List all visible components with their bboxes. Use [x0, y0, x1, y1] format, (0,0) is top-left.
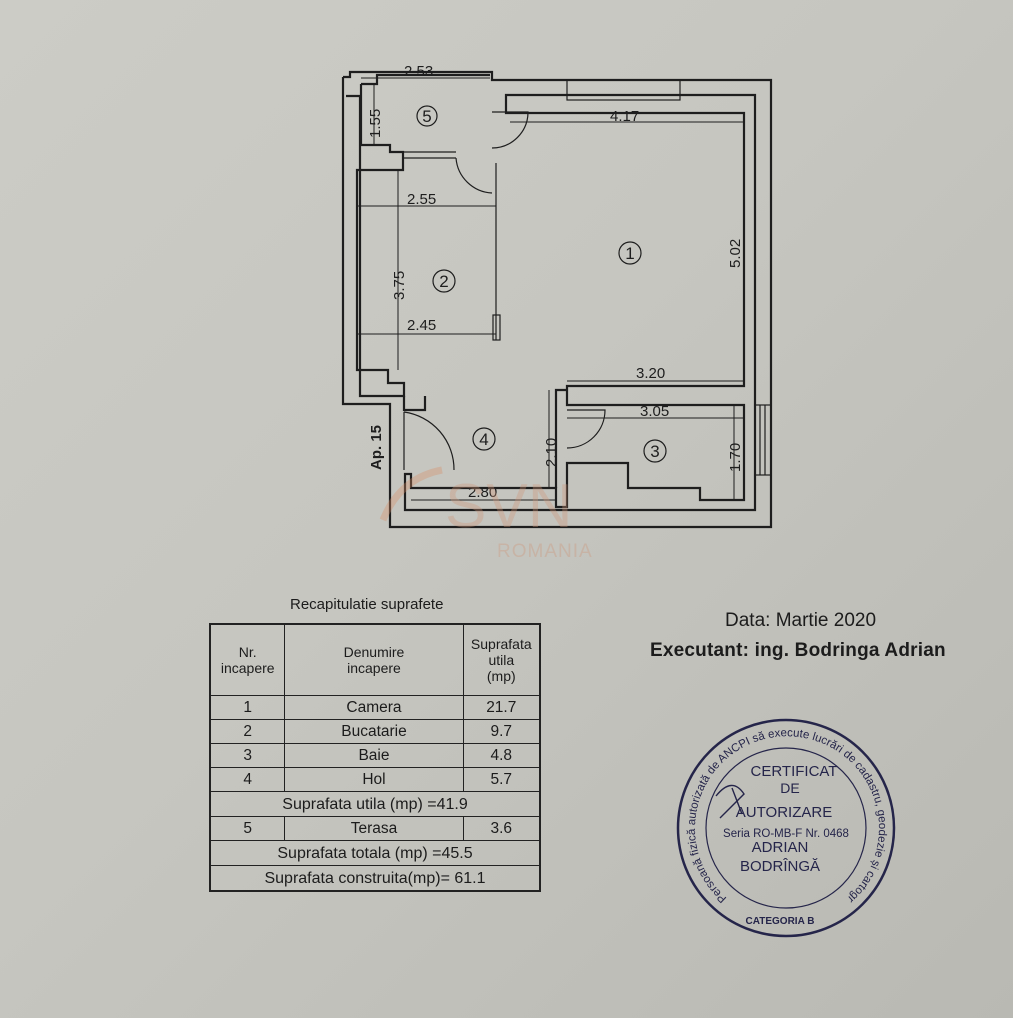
executant-line: Executant: ing. Bodringa Adrian — [650, 640, 946, 661]
room-number-5: 5 — [422, 107, 431, 126]
watermark-brand: SVN — [445, 472, 572, 541]
authorization-stamp: Persoană fizică autorizată de ANCPI să e… — [672, 718, 896, 938]
room-markers: 5 1 2 4 3 — [416, 105, 667, 463]
dim-5-02: 5.02 — [727, 239, 744, 268]
stamp-line-certificat: CERTIFICAT — [751, 763, 838, 780]
table-row: 2 Bucatarie 9.7 — [209, 719, 541, 744]
room-number-2: 2 — [439, 272, 448, 291]
floor-plan: 2.53 1.55 4.17 2.55 5.02 3.75 2.45 3.20 … — [341, 63, 773, 562]
table-header-row: Nr. incapere Denumire incapere Suprafata… — [209, 623, 541, 696]
stamp-line-de: DE — [780, 780, 799, 796]
room-number-1: 1 — [625, 244, 634, 263]
dimension-labels: 2.53 1.55 4.17 2.55 5.02 3.75 2.45 3.20 … — [367, 63, 744, 501]
stamp-name-last: BODRÎNGĂ — [740, 858, 820, 875]
dim-2-10: 2.10 — [543, 438, 560, 467]
useful-total-row: Suprafata utila (mp) =41.9 — [209, 791, 541, 817]
stamp-line-autorizare: AUTORIZARE — [736, 804, 832, 821]
dim-4-17: 4.17 — [610, 108, 639, 125]
table-title: Recapitulatie suprafete — [290, 596, 444, 613]
dim-1-55: 1.55 — [367, 109, 384, 138]
signature-mark — [715, 784, 745, 819]
table-row: 5 Terasa 3.6 — [209, 816, 541, 841]
room-number-3: 3 — [650, 442, 659, 461]
table-row: 4 Hol 5.7 — [209, 767, 541, 792]
area-summary-table: Nr. incapere Denumire incapere Suprafata… — [209, 623, 541, 892]
apartment-label: Ap. 15 — [368, 425, 385, 470]
date-line: Data: Martie 2020 — [725, 610, 877, 631]
header-room-number: Nr. incapere — [209, 623, 286, 696]
svn-watermark: SVN ROMANIA — [379, 466, 593, 562]
stamp-name-first: ADRIAN — [752, 839, 809, 856]
dim-3-20: 3.20 — [636, 365, 665, 382]
dim-3-05: 3.05 — [640, 403, 669, 420]
dim-1-70: 1.70 — [727, 443, 744, 472]
dim-2-45: 2.45 — [407, 317, 436, 334]
room-number-4: 4 — [479, 430, 488, 449]
dim-3-75: 3.75 — [391, 271, 408, 300]
door-swings — [403, 111, 606, 471]
table-row: 3 Baie 4.8 — [209, 743, 541, 768]
dimension-lines — [357, 77, 745, 501]
stamp-serial: Seria RO-MB-F Nr. 0468 — [723, 828, 849, 840]
header-room-area: Suprafata utila (mp) — [462, 623, 541, 696]
outer-walls — [341, 70, 773, 529]
table-row: 1 Camera 21.7 — [209, 695, 541, 720]
dim-2-53: 2.53 — [404, 63, 433, 80]
built-area-row: Suprafata construita(mp)= 61.1 — [209, 865, 541, 892]
stamp-category: CATEGORIA B — [746, 916, 815, 927]
total-row: Suprafata totala (mp) =45.5 — [209, 840, 541, 866]
watermark-sub: ROMANIA — [497, 541, 593, 562]
header-room-name: Denumire incapere — [284, 623, 464, 696]
dim-2-55: 2.55 — [407, 191, 436, 208]
dim-2-80: 2.80 — [468, 484, 497, 501]
